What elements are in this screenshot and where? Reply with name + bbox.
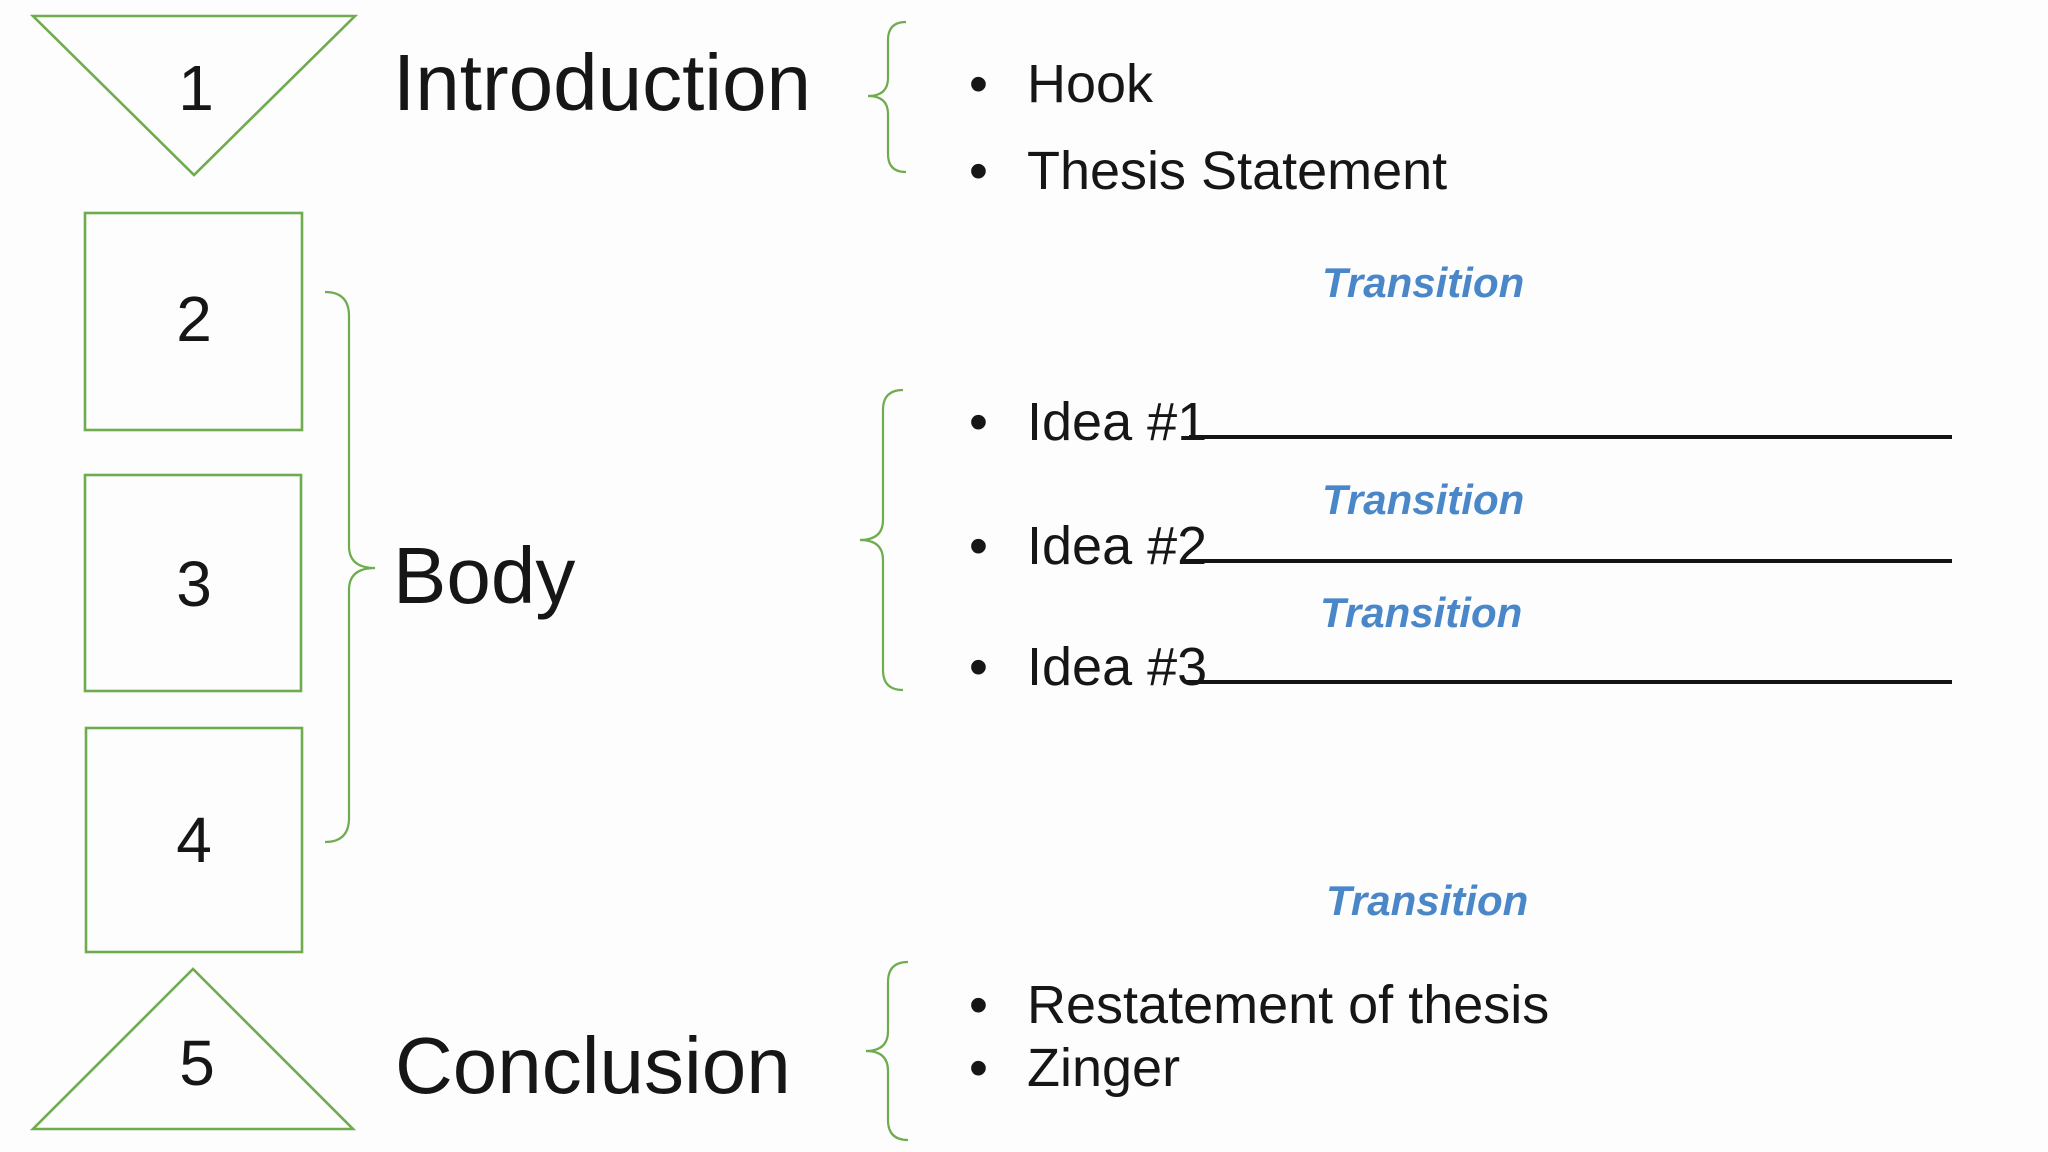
transition-label-2: Transition	[1322, 476, 1525, 523]
stage2-square	[83, 211, 304, 432]
ideas-brace	[859, 388, 904, 692]
transition-label-1: Transition	[1322, 259, 1525, 306]
bullet-icon: •	[969, 516, 988, 576]
bullet-icon: •	[969, 1038, 988, 1098]
intro-bullet-thesis: • Thesis Statement	[969, 144, 1447, 198]
bullet-icon: •	[969, 392, 988, 452]
conclusion-bullet-zinger: • Zinger	[969, 1041, 1180, 1095]
bullet-icon: •	[969, 975, 988, 1035]
stage1-number: 1	[178, 52, 214, 124]
stage3-square	[83, 473, 303, 693]
intro-bullet-thesis-label: Thesis Statement	[1027, 141, 1448, 201]
transition-label-3: Transition	[1320, 589, 1523, 636]
body-heading: Body	[393, 531, 576, 620]
stage5-number: 5	[179, 1027, 215, 1099]
idea-2-blank-line	[1185, 559, 1952, 563]
introduction-heading: Introduction	[393, 38, 812, 127]
idea-3-row: • Idea #3	[969, 640, 1207, 694]
conclusion-bullet-zinger-label: Zinger	[1027, 1038, 1181, 1098]
idea-3-blank-line	[1185, 680, 1952, 684]
bullet-icon: •	[969, 141, 988, 201]
idea-3-label: Idea #3	[1027, 637, 1208, 697]
idea-1-label: Idea #1	[1027, 392, 1208, 452]
idea-1-row: • Idea #1	[969, 395, 1207, 449]
intro-bullet-hook-label: Hook	[1027, 54, 1154, 114]
stage4-number: 4	[176, 804, 212, 876]
stage3-number: 3	[176, 548, 212, 620]
introduction-brace	[867, 20, 907, 174]
intro-bullet-hook: • Hook	[969, 57, 1153, 111]
stage1-inverted-triangle	[29, 14, 359, 177]
stage4-square	[84, 726, 304, 954]
bullet-icon: •	[969, 54, 988, 114]
body-group-brace	[324, 290, 376, 844]
idea-1-blank-line	[1189, 435, 1952, 439]
idea-2-row: • Idea #2	[969, 519, 1207, 573]
bullet-icon: •	[969, 637, 988, 697]
conclusion-heading: Conclusion	[395, 1021, 791, 1110]
transition-label-4: Transition	[1326, 877, 1529, 924]
conclusion-bullet-restatement: • Restatement of thesis	[969, 978, 1549, 1032]
stage5-triangle	[29, 967, 357, 1131]
idea-2-label: Idea #2	[1027, 516, 1208, 576]
conclusion-bullet-restatement-label: Restatement of thesis	[1027, 975, 1550, 1035]
conclusion-brace	[865, 960, 909, 1142]
stage2-number: 2	[176, 283, 212, 355]
